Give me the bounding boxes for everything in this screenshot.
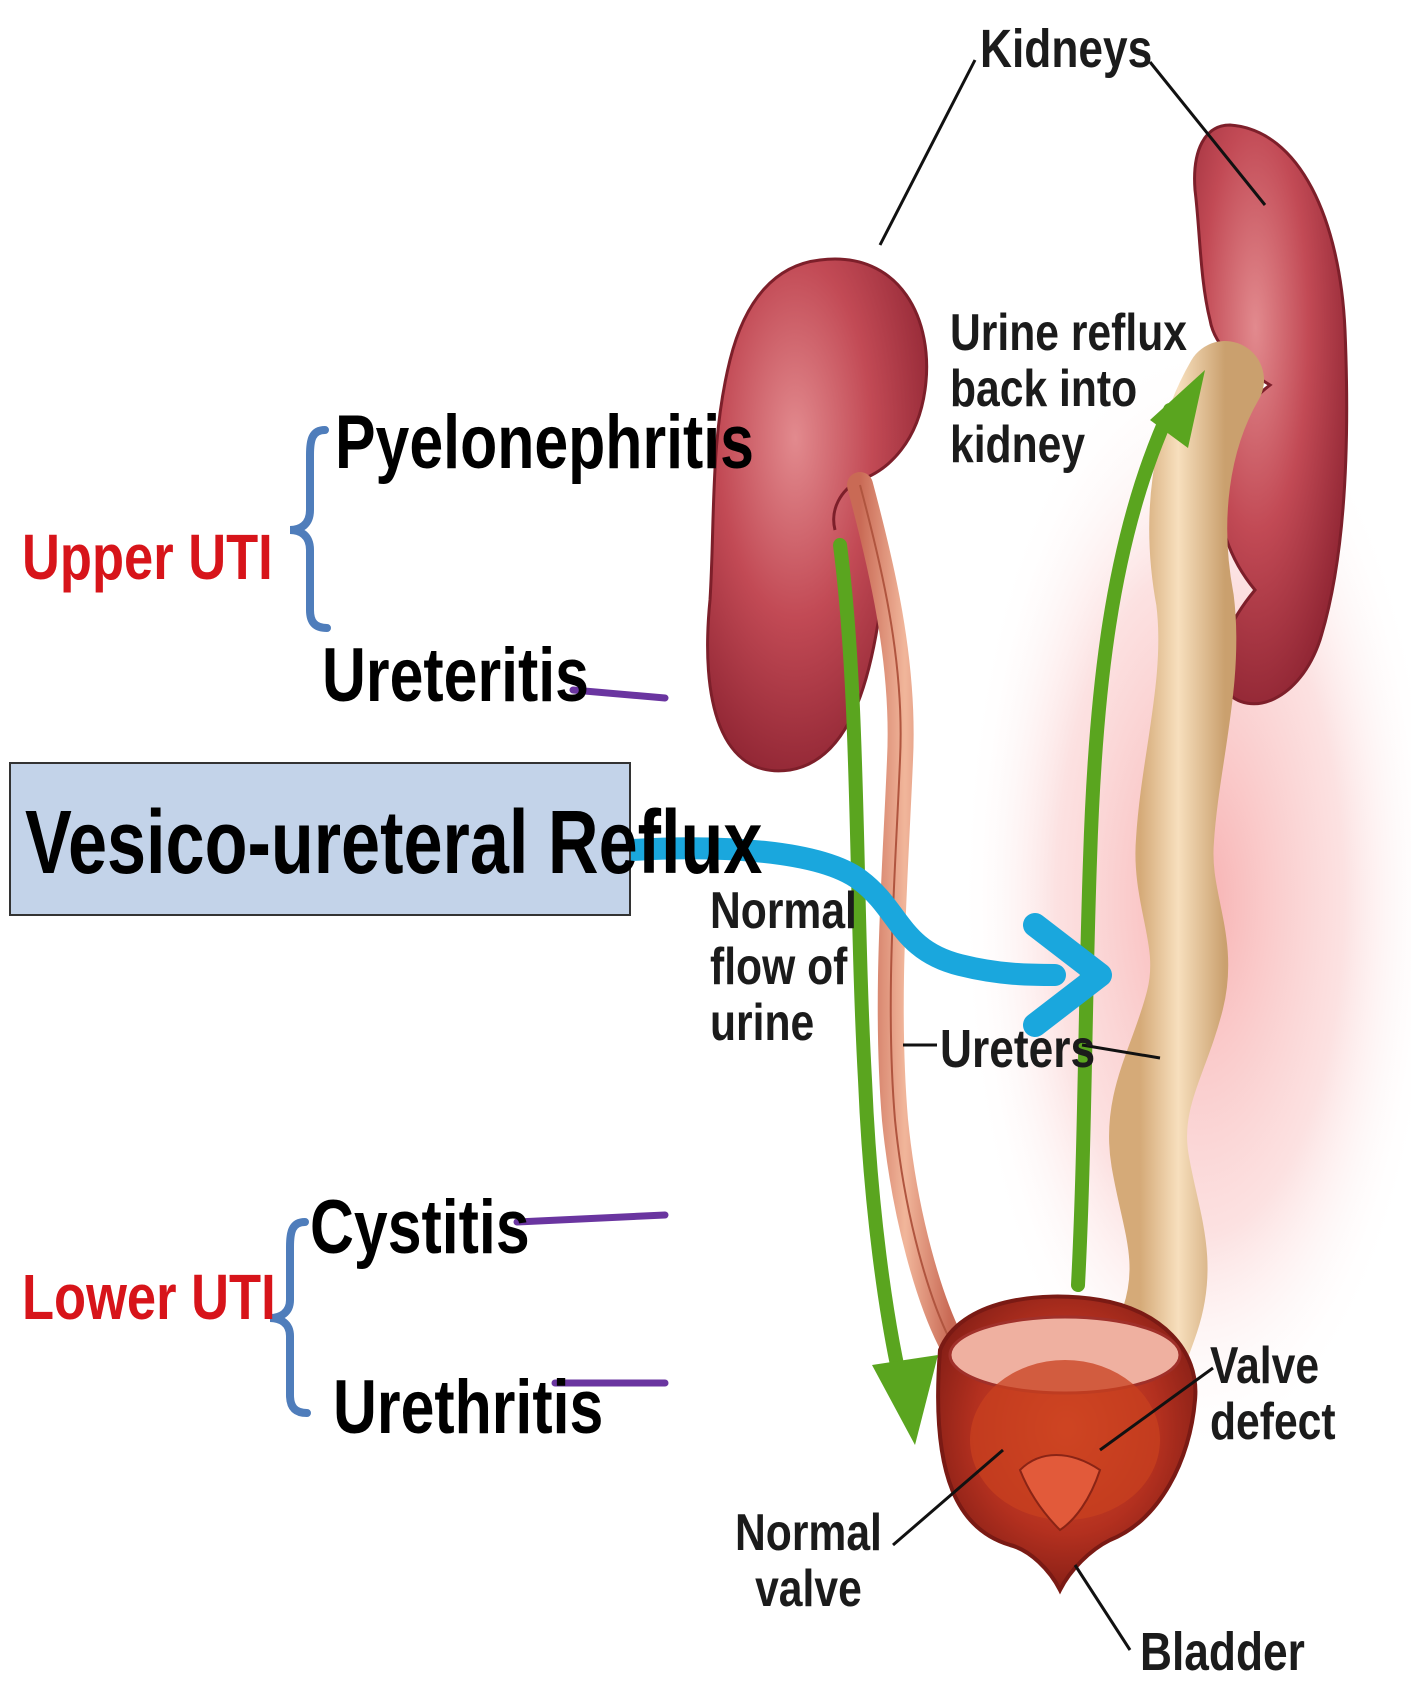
valve-defect-label: Valve defect [1210, 1338, 1336, 1450]
kidneys-label: Kidneys [980, 22, 1152, 76]
bladder-label: Bladder [1140, 1625, 1305, 1679]
ureters-label: Ureters [940, 1022, 1095, 1076]
lower-uti-label: Lower UTI [22, 1265, 276, 1329]
urethritis-label: Urethritis [333, 1370, 603, 1446]
vesico-ureteral-reflux-label: Vesico-ureteral Reflux [25, 798, 762, 888]
ureteritis-label: Ureteritis [322, 638, 589, 714]
upper-uti-bracket [290, 430, 327, 628]
urine-reflux-label: Urine reflux back into kidney [950, 305, 1187, 473]
vesico-ureteral-reflux-box: Vesico-ureteral Reflux [9, 762, 631, 916]
normal-valve-label: Normal valve [735, 1505, 882, 1617]
cystitis-label: Cystitis [310, 1190, 530, 1266]
upper-uti-label: Upper UTI [22, 525, 273, 589]
pyelonephritis-label: Pyelonephritis [335, 405, 754, 481]
normal-flow-label: Normal flow of urine [710, 883, 857, 1051]
